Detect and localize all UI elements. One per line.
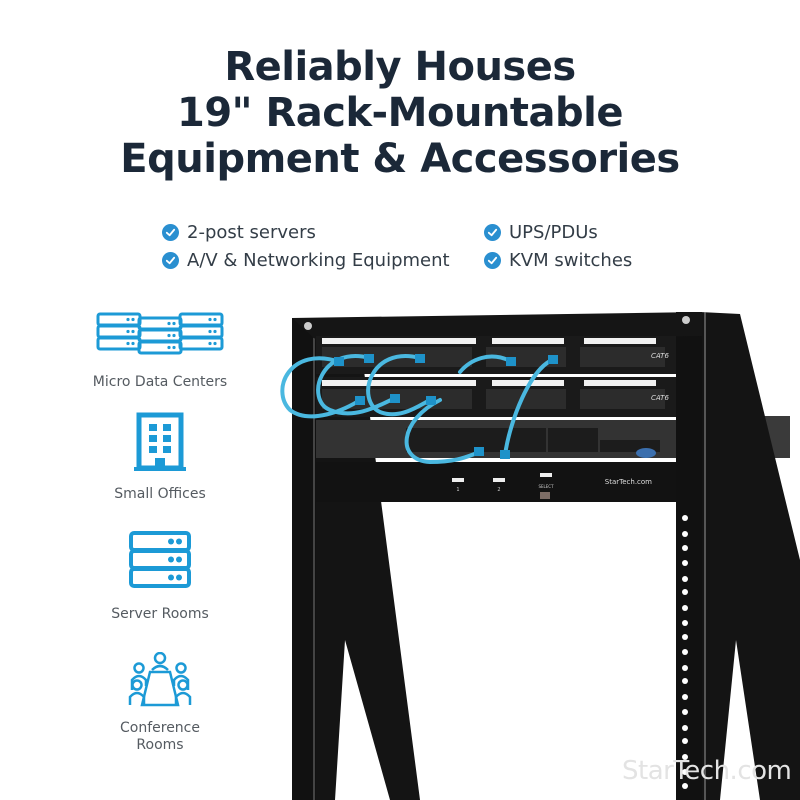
server-cluster-icon [96,312,224,355]
check-circle-icon [162,223,179,241]
kvm-select-label: SELECT [538,484,554,489]
conference-table-icon [128,652,192,707]
use-case-label: Server Rooms [111,606,209,622]
headline-line-1: Reliably Houses [224,44,576,90]
use-case-label: Small Offices [114,486,206,502]
use-case-label-line-2: Rooms [136,737,184,753]
check-circle-icon [484,251,501,269]
rack-left-rail [292,318,316,800]
feature-label: 2-post servers [187,221,316,243]
feature-list-right: UPS/PDUs KVM switches [484,218,632,274]
rack-mounting-holes [682,515,688,789]
feature-label: A/V & Networking Equipment [187,249,450,271]
kvm-port-1-label: 1 [456,487,459,493]
rack-right-rail [676,312,702,800]
check-circle-icon [484,223,501,241]
console-port [636,448,656,458]
use-case-micro-data-centers: Micro Data Centers [80,312,240,391]
use-case-label: Micro Data Centers [92,374,228,390]
kvm-port-2-label: 2 [497,487,500,493]
headline-line-3: Equipment & Accessories [120,136,680,182]
server-stack-icon [129,531,191,588]
feature-item: A/V & Networking Equipment [162,246,450,274]
feature-item: KVM switches [484,246,632,274]
rack-top-frame [292,312,702,340]
rack-right-leg [700,312,800,800]
patch-cables [280,354,554,465]
use-case-small-offices: Small Offices [80,412,240,503]
office-building-icon [134,412,186,471]
check-circle-icon [162,251,179,269]
feature-label: KVM switches [509,249,633,271]
feature-item: 2-post servers [162,218,450,246]
use-case-label: Conference Rooms [80,720,240,754]
feature-list-left: 2-post servers A/V & Networking Equipmen… [162,218,450,274]
use-case-conference-rooms: Conference Rooms [80,652,240,754]
kvm-brand-label: StarTech.com [605,478,652,486]
watermark: StarTech.com [622,756,792,786]
feature-label: UPS/PDUs [509,221,598,243]
patch-panel-1-label: CAT6 [651,352,669,360]
feature-item: UPS/PDUs [484,218,632,246]
use-case-label-line-1: Conference [119,720,200,736]
use-case-server-rooms: Server Rooms [80,530,240,623]
headline-line-2: 19" Rack-Mountable [177,90,623,136]
patch-panel-2-label: CAT6 [651,394,669,402]
headline: Reliably Houses 19" Rack-Mountable Equip… [0,44,800,182]
